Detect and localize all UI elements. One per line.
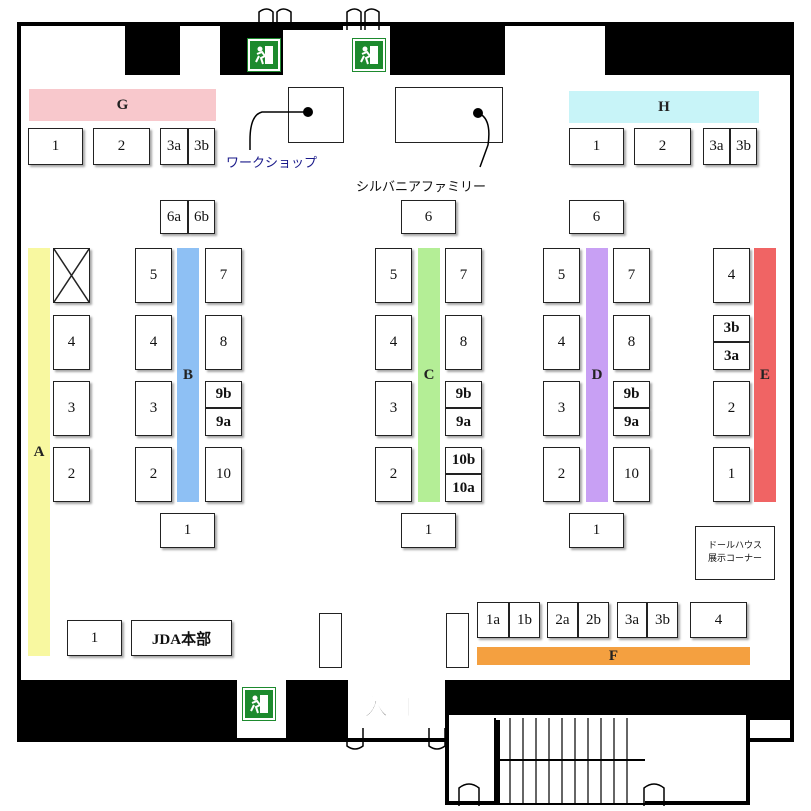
booth-b-left-5[interactable]: 5 [135,248,172,303]
booth-d-left-3[interactable]: 3 [543,381,580,436]
booth-g2[interactable]: 2 [93,128,150,165]
booth-a2[interactable]: 2 [53,447,90,502]
booth-d-left-5[interactable]: 5 [543,248,580,303]
entrance-label: 入口 [364,693,413,722]
booth-d1[interactable]: 1 [569,513,624,548]
booth-c-left-5[interactable]: 5 [375,248,412,303]
stair-wall [496,720,500,805]
wall-bottom-left [17,680,237,742]
booth-f1a[interactable]: 1a [477,602,509,638]
emergency-exit-icon [248,39,280,71]
row-a-bar: A [28,248,50,656]
emergency-exit-icon [243,688,275,720]
booth-b1[interactable]: 1 [160,513,215,548]
booth-a3[interactable]: 3 [53,381,90,436]
booth-e3a[interactable]: 3a [713,342,750,370]
booth-c6[interactable]: 6 [401,200,456,234]
pillar [446,613,469,668]
sylvanian-area[interactable] [395,87,503,143]
booth-c-left-4[interactable]: 4 [375,315,412,370]
emergency-exit-icon [353,39,385,71]
booth-g6b[interactable]: 6b [188,200,215,234]
booth-b-left-4[interactable]: 4 [135,315,172,370]
door-icon [428,728,446,750]
booth-b-right-8[interactable]: 8 [205,315,242,370]
booth-f3a[interactable]: 3a [617,602,647,638]
dollhouse-exhibit-corner[interactable]: ドールハウス 展示コーナー [695,526,775,580]
row-g-bar: G [29,89,216,121]
wall-top-mid-right [390,22,505,75]
booth-c-left-3[interactable]: 3 [375,381,412,436]
booth-c-right-9a[interactable]: 9a [445,408,482,436]
booth-f2a[interactable]: 2a [547,602,578,638]
door-icon [346,8,380,30]
stairs-icon [494,718,645,803]
row-e-bar: E [754,248,776,502]
booth-h2[interactable]: 2 [634,128,691,165]
row-d-bar: D [586,248,608,502]
booth-e4[interactable]: 4 [713,248,750,303]
booth-g1[interactable]: 1 [28,128,83,165]
wall-top-left [125,22,180,75]
booth-a-blocked [53,248,90,303]
booth-b-left-3[interactable]: 3 [135,381,172,436]
workshop-area[interactable] [288,87,344,143]
wall-top-mid [283,22,343,30]
booth-c-right-8[interactable]: 8 [445,315,482,370]
booth-h3b[interactable]: 3b [730,128,757,165]
booth-g3a[interactable]: 3a [160,128,188,165]
booth-d6[interactable]: 6 [569,200,624,234]
row-b-bar: B [177,248,199,502]
booth-f1b[interactable]: 1b [509,602,540,638]
door-icon [643,783,665,806]
booth-b-right-9a[interactable]: 9a [205,408,242,436]
booth-b-right-9b[interactable]: 9b [205,381,242,408]
booth-f3b[interactable]: 3b [647,602,678,638]
booth-e2[interactable]: 2 [713,381,750,436]
booth-f4[interactable]: 4 [690,602,747,638]
door-icon [346,728,364,750]
booth-h1[interactable]: 1 [569,128,624,165]
booth-g3b[interactable]: 3b [188,128,215,165]
booth-b-right-10[interactable]: 10 [205,447,242,502]
booth-g6a[interactable]: 6a [160,200,188,234]
booth-c-right-7[interactable]: 7 [445,248,482,303]
booth-d-right-9b[interactable]: 9b [613,381,650,408]
booth-d-left-4[interactable]: 4 [543,315,580,370]
dollhouse-label-line1: ドールハウス [707,541,762,551]
booth-d-right-10[interactable]: 10 [613,447,650,502]
booth-c-right-9b[interactable]: 9b [445,381,482,408]
row-c-bar: C [418,248,440,502]
door-icon [258,8,292,30]
wall-top-right [605,22,794,75]
dollhouse-label-line2: 展示コーナー [707,554,762,564]
booth-d-left-2[interactable]: 2 [543,447,580,502]
wall-bottom-right [445,680,794,720]
booth-c-right-10b[interactable]: 10b [445,447,482,474]
booth-e1[interactable]: 1 [713,447,750,502]
pillar [319,613,342,668]
booth-c1[interactable]: 1 [401,513,456,548]
booth-c-right-10a[interactable]: 10a [445,474,482,502]
row-f-bar: F [477,647,750,665]
door-icon [458,783,480,806]
sylvanian-label: シルバニアファミリー [356,180,487,195]
booth-jda-headquarters[interactable]: JDA本部 [131,620,232,656]
booth-f2b[interactable]: 2b [578,602,609,638]
booth-bottom-1[interactable]: 1 [67,620,122,656]
booth-d-right-7[interactable]: 7 [613,248,650,303]
booth-d-right-9a[interactable]: 9a [613,408,650,436]
booth-b-right-7[interactable]: 7 [205,248,242,303]
booth-a4[interactable]: 4 [53,315,90,370]
workshop-label: ワークショップ [226,156,318,171]
booth-d-right-8[interactable]: 8 [613,315,650,370]
booth-c-left-2[interactable]: 2 [375,447,412,502]
booth-e3b[interactable]: 3b [713,315,750,342]
row-h-bar: H [569,91,759,123]
wall-bottom-mid [286,680,348,742]
booth-b-left-2[interactable]: 2 [135,447,172,502]
booth-h3a[interactable]: 3a [703,128,730,165]
